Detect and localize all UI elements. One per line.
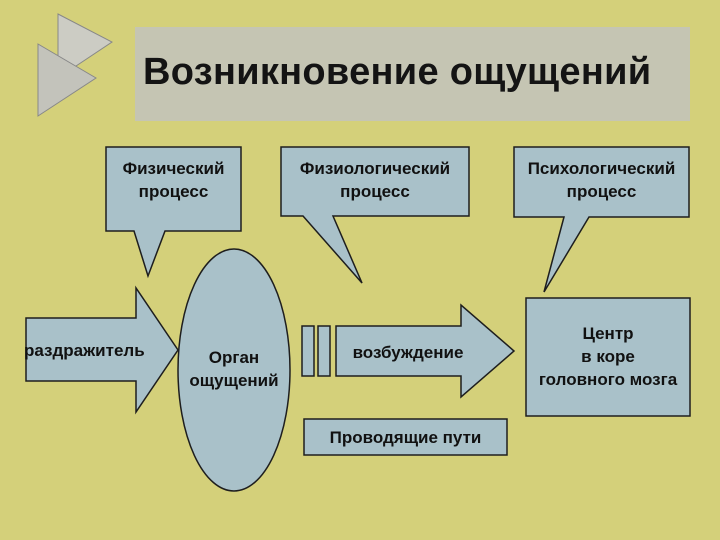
brain-center-line1: Центр	[582, 324, 634, 343]
stimulus-label: раздражитель	[24, 341, 145, 360]
sense-organ-ellipse	[177, 248, 291, 492]
page-title: Возникновение ощущений	[143, 51, 652, 93]
callout-psychological-label: Психологический процесс	[514, 157, 689, 203]
callout-physiological-process	[280, 146, 470, 284]
brain-center-box	[525, 297, 691, 417]
callout-physical-process	[105, 146, 242, 279]
callout-physical-line2: процесс	[138, 182, 209, 201]
callout-physical-label: Физический процесс	[106, 157, 241, 203]
decorative-triangles-icon	[37, 13, 113, 117]
sense-organ-line2: ощущений	[189, 371, 279, 390]
brain-center-line2: в коре	[581, 347, 635, 366]
callout-physiological-label: Физиологический процесс	[281, 157, 469, 203]
pathways-box	[303, 418, 508, 456]
callout-physiological-line2: процесс	[340, 182, 410, 201]
callout-psychological-line2: процесс	[566, 182, 637, 201]
excitation-arrow	[335, 303, 516, 399]
callout-psychological-process	[513, 146, 690, 293]
title-bar	[135, 27, 690, 121]
impulse-bar-1	[301, 325, 315, 377]
callout-physical-line1: Физический	[122, 159, 225, 178]
excitation-label: возбуждение	[352, 343, 464, 362]
impulse-bar-2	[317, 325, 331, 377]
brain-center-line3: головного мозга	[538, 370, 678, 389]
sense-organ-label: Орган ощущений	[180, 346, 288, 392]
brain-center-label: Центр в коре головного мозга	[526, 322, 690, 391]
callout-physiological-line1: Физиологический	[299, 159, 451, 178]
pathways-label: Проводящие пути	[329, 428, 482, 447]
callout-psychological-line1: Психологический	[527, 159, 676, 178]
stimulus-arrow	[25, 285, 179, 415]
sense-organ-line1: Орган	[208, 348, 260, 367]
